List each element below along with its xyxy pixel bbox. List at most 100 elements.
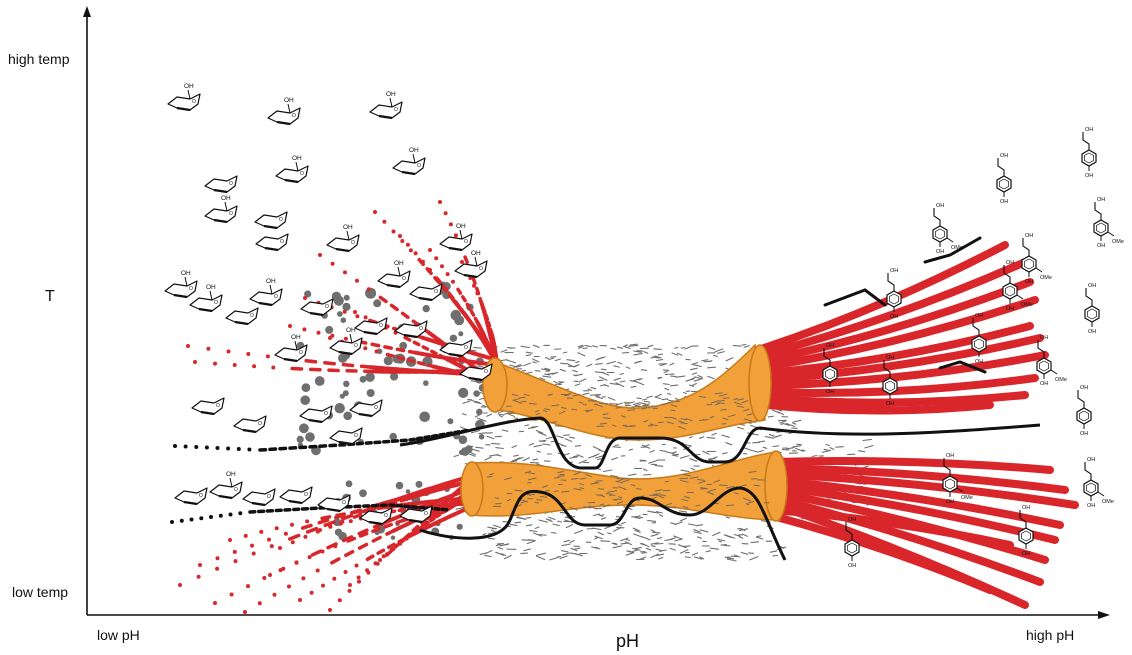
speckle xyxy=(462,413,467,416)
ring-bold-edge xyxy=(200,410,215,416)
fibril-dot xyxy=(391,229,396,234)
bundle-texture xyxy=(636,403,641,407)
speckle xyxy=(669,362,675,366)
speckle xyxy=(590,386,597,390)
glucose-ring-icon: O xyxy=(359,507,393,526)
ring-oxygen: O xyxy=(354,433,358,439)
ring-bold-edge xyxy=(468,376,483,382)
bundle-texture xyxy=(607,397,616,401)
propenyl-chain xyxy=(1037,340,1045,358)
speckle xyxy=(658,556,664,560)
speckle xyxy=(482,533,487,536)
speckle xyxy=(470,430,480,434)
ring-oxygen: O xyxy=(189,286,193,292)
fibril-dash xyxy=(441,284,449,292)
fibril-dash xyxy=(461,295,467,303)
particle-dot xyxy=(334,528,343,536)
bundle-texture xyxy=(652,493,661,495)
particle-dot xyxy=(405,489,411,494)
aromatic-inner-ring xyxy=(1005,285,1015,297)
speckle xyxy=(655,359,664,362)
hydroxyl-bond xyxy=(412,153,416,164)
backbone-dot xyxy=(215,446,220,450)
fibril-dot xyxy=(443,211,448,216)
bundle-texture xyxy=(739,484,747,488)
ring-bold-edge xyxy=(338,350,353,356)
bundle-texture xyxy=(615,480,623,484)
ring-oxygen: O xyxy=(324,411,328,417)
bundle-texture xyxy=(583,506,592,509)
glucose-ring-icon: O xyxy=(439,339,473,358)
aromatic-inner-ring xyxy=(825,368,835,380)
chain-hydroxyl: OH xyxy=(1085,127,1093,133)
fibril-dot xyxy=(404,536,409,541)
fibril-dot xyxy=(348,519,353,524)
particle-dot xyxy=(345,480,353,488)
speckle xyxy=(638,378,643,381)
speckle xyxy=(498,415,504,418)
fibril-dash xyxy=(376,548,386,555)
speckle xyxy=(642,468,648,472)
particle-dot xyxy=(376,348,383,355)
benzene-ring xyxy=(1093,219,1109,237)
speckle xyxy=(619,380,626,383)
speckle xyxy=(520,552,529,555)
bundle-texture xyxy=(716,402,725,404)
ring-bold-edge xyxy=(358,412,373,418)
fibril-strand xyxy=(769,464,1069,494)
speckle xyxy=(650,355,657,359)
backbone-dot xyxy=(228,512,233,517)
ring-bold-edge xyxy=(448,246,463,252)
speckle xyxy=(592,345,599,348)
glucose-ring-icon: OOH xyxy=(377,260,411,289)
speckle xyxy=(708,360,713,363)
bundle-texture xyxy=(528,477,537,481)
speckle xyxy=(629,343,638,346)
benzene-ring xyxy=(971,335,987,353)
bundle-texture xyxy=(618,496,623,499)
speckle xyxy=(525,351,533,354)
aromatic-inner-ring xyxy=(1096,222,1106,234)
speckle xyxy=(560,550,569,553)
speckle xyxy=(586,527,594,530)
speckle xyxy=(617,361,623,365)
speckle xyxy=(597,458,602,461)
phenol-hydroxyl: OH xyxy=(1000,199,1008,205)
chain-hydroxyl: OH xyxy=(886,355,894,361)
fibril-dash xyxy=(400,311,410,320)
fibril-dash xyxy=(465,302,472,310)
speckle xyxy=(772,409,781,414)
fibril-dash xyxy=(304,359,318,364)
lignin-fragment-chain xyxy=(938,360,987,374)
bundle-texture xyxy=(654,489,663,492)
ring-bold-edge xyxy=(378,114,393,120)
y-axis-high-label: high temp xyxy=(8,51,70,67)
propenyl-chain xyxy=(845,522,853,540)
fibril-dash xyxy=(423,520,430,527)
speckle xyxy=(495,551,505,556)
speckle xyxy=(624,346,631,350)
speckle xyxy=(533,444,543,448)
fibril-strand xyxy=(754,351,1049,390)
speckle xyxy=(823,448,830,452)
bundle-texture xyxy=(612,499,617,501)
bundle-texture xyxy=(590,482,597,485)
speckle xyxy=(725,516,731,519)
bundle-texture xyxy=(519,396,526,399)
x-axis-arrow-icon xyxy=(1098,611,1110,619)
speckle xyxy=(573,529,584,534)
benzene-ring xyxy=(1002,282,1018,300)
speckle xyxy=(720,544,727,546)
bundle-texture xyxy=(630,401,635,404)
glucose-ring-icon: OOH xyxy=(249,278,283,307)
fibril-dot xyxy=(328,336,332,340)
bundle-texture xyxy=(743,497,752,502)
speckle xyxy=(597,531,605,536)
particle-dot xyxy=(458,435,468,445)
bundle-texture xyxy=(631,405,640,408)
glucose-ring-icon: O xyxy=(279,486,313,505)
speckle xyxy=(625,366,631,369)
speckle xyxy=(632,547,641,551)
